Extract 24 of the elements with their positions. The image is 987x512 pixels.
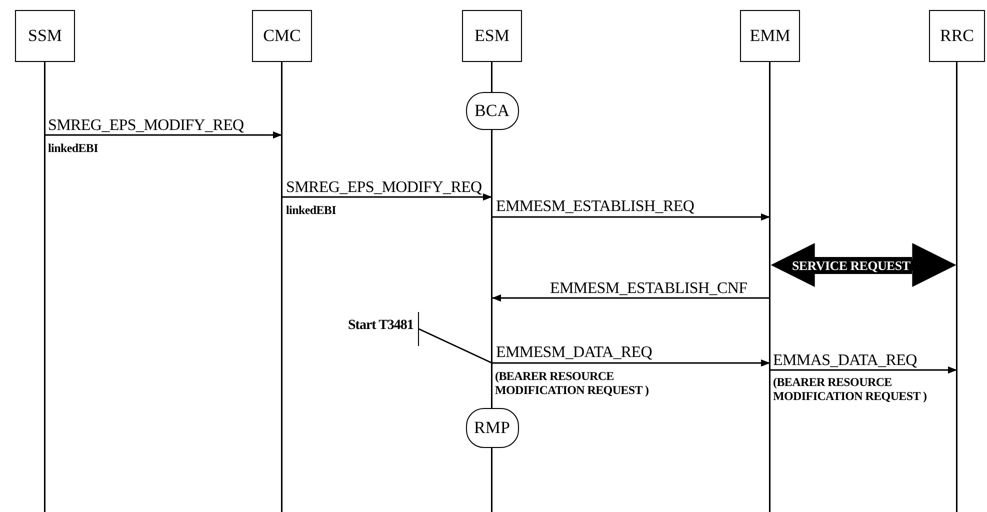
state-box: BCA [466, 92, 518, 130]
participant-box: ESM [462, 10, 522, 62]
participant-box: SSM [15, 10, 75, 62]
participant-box: RRC [929, 10, 985, 62]
message-arrow [45, 131, 282, 139]
message-label: EMMAS_DATA_REQ [773, 352, 917, 369]
participant-box: CMC [252, 10, 312, 62]
participant-box: EMM [740, 10, 800, 62]
message-arrow [770, 366, 957, 374]
message-label: SERVICE REQUEST [790, 257, 912, 274]
message-label: SMREG_EPS_MODIFY_REQ [286, 179, 482, 196]
message-label: EMMESM_ESTABLISH_REQ [496, 198, 694, 215]
lifeline [418, 328, 492, 364]
message-label: SMREG_EPS_MODIFY_REQ [48, 117, 244, 134]
parameter-note: (BEARER RESOURCE MODIFICATION REQUEST ) [773, 375, 928, 403]
message-label: EMMESM_DATA_REQ [496, 344, 652, 361]
message-arrow [492, 213, 770, 221]
message-arrow [492, 359, 770, 367]
message-label: EMMESM_ESTABLISH_CNF [550, 280, 748, 297]
timer-label: Start T3481 [348, 312, 419, 346]
parameter-note: (BEARER RESOURCE MODIFICATION REQUEST ) [495, 369, 650, 397]
message-arrow [282, 193, 492, 201]
state-box: RMP [466, 408, 518, 448]
message-arrow [492, 294, 770, 302]
